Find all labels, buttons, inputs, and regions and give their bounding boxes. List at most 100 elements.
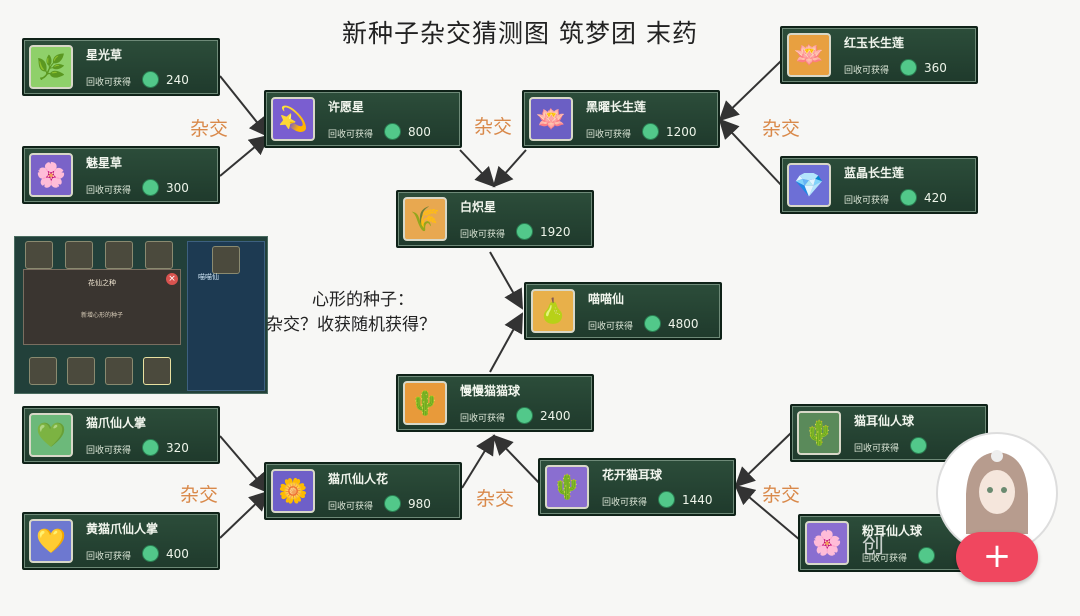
recycle-label: 回收可获得 — [460, 414, 506, 424]
arrow-heiyao-to-baizhi — [492, 149, 527, 188]
seed-name: 蓝晶长生莲 — [844, 166, 905, 180]
arrow-huakai-to-manman — [492, 434, 545, 489]
seed-card-maoer: 🌵 猫耳仙人球 回收可获得 — [790, 404, 988, 462]
seed-card-miaomiaoxian: 🍐 喵喵仙 回收可获得 4800 — [524, 282, 722, 340]
recycle-value: 360 — [924, 61, 947, 75]
plant-icon: 🪷 — [787, 33, 831, 77]
recycle-label: 回收可获得 — [844, 66, 890, 76]
add-button[interactable]: + — [956, 532, 1038, 582]
game-dialog: 花仙之种 × 新增心形的种子 — [23, 269, 181, 345]
inventory-slot — [29, 357, 57, 385]
coin-icon — [644, 315, 661, 332]
seed-name: 红玉长生莲 — [844, 36, 905, 50]
seed-card-hongyu: 🪷 红玉长生莲 回收可获得 360 — [780, 26, 978, 84]
plant-icon: 🌵 — [545, 465, 589, 509]
seed-card-heiyao: 🪷 黑曜长生莲 回收可获得 1200 — [522, 90, 720, 148]
recycle-value: 240 — [166, 73, 189, 87]
plant-icon-glyph: 🌼 — [278, 477, 308, 505]
seed-card-maozhuahua: 🌼 猫爪仙人花 回收可获得 980 — [264, 462, 462, 520]
coin-icon — [918, 547, 935, 564]
seed-name: 黄猫爪仙人掌 — [86, 522, 159, 536]
cross-label: 杂交 — [762, 484, 801, 506]
plant-icon: 🌵 — [797, 411, 841, 455]
seed-name: 白炽星 — [460, 200, 497, 214]
recycle-value: 300 — [166, 181, 189, 195]
plant-icon-glyph: 🌸 — [812, 529, 842, 557]
plant-icon-glyph: 🪷 — [536, 105, 566, 133]
coin-icon — [516, 223, 533, 240]
plant-icon: 💎 — [787, 163, 831, 207]
recycle-value: 1200 — [666, 125, 697, 139]
recycle-label: 回收可获得 — [862, 554, 908, 564]
coin-icon — [142, 545, 159, 562]
question-line-1: 心形的种子： — [312, 290, 414, 310]
plant-icon-glyph: 🪷 — [794, 41, 824, 69]
cross-label: 杂交 — [190, 118, 229, 140]
arrow-maozhua-to-maozhuahua — [219, 435, 270, 494]
side-panel-title: 喵喵仙 — [198, 273, 219, 281]
seed-name: 猫爪仙人掌 — [86, 416, 147, 430]
plant-icon-glyph: 🌵 — [552, 473, 582, 501]
coin-icon — [900, 189, 917, 206]
recycle-value: 320 — [166, 441, 189, 455]
plant-icon-glyph: 💚 — [36, 421, 66, 449]
plant-icon-glyph: 🌵 — [804, 419, 834, 447]
plant-icon-glyph: 💫 — [278, 105, 308, 133]
recycle-label: 回收可获得 — [86, 446, 132, 456]
seed-name: 慢慢猫猫球 — [460, 384, 521, 398]
inventory-slot — [143, 357, 171, 385]
recycle-label: 回收可获得 — [854, 444, 900, 454]
seed-card-huakai: 🌵 花开猫耳球 回收可获得 1440 — [538, 458, 736, 516]
inventory-slot — [65, 241, 93, 269]
recycle-value: 420 — [924, 191, 947, 205]
side-panel-slot — [212, 246, 240, 274]
plant-icon: 🪷 — [529, 97, 573, 141]
question-line-2: 杂交？收获随机获得？ — [266, 315, 436, 335]
inventory-slot — [145, 241, 173, 269]
seed-card-maozhuarz: 💚 猫爪仙人掌 回收可获得 320 — [22, 406, 220, 464]
plant-icon: 🌿 — [29, 45, 73, 89]
seed-card-xingguangcao: 🌿 星光草 回收可获得 240 — [22, 38, 220, 96]
question-note: 心形的种子： 杂交？收获随机获得？ — [266, 288, 436, 338]
arrow-huangmaozhua-to-maozhuahua — [219, 490, 270, 539]
dialog-body: 新增心形的种子 — [80, 312, 123, 319]
coin-icon — [910, 437, 927, 454]
recycle-label: 回收可获得 — [86, 186, 132, 196]
seed-card-xuyuanxing: 💫 许愿星 回收可获得 800 — [264, 90, 462, 148]
coin-icon — [142, 439, 159, 456]
seed-name: 许愿星 — [328, 100, 365, 114]
dialog-title: 花仙之种 — [88, 279, 116, 287]
recycle-value: 4800 — [668, 317, 699, 331]
seed-card-baizhixing: 🌾 白炽星 回收可获得 1920 — [396, 190, 594, 248]
recycle-value: 1920 — [540, 225, 571, 239]
recycle-label: 回收可获得 — [86, 78, 132, 88]
plant-icon-glyph: 🌵 — [410, 389, 440, 417]
plant-icon: 🌼 — [271, 469, 315, 513]
plant-icon: 💫 — [271, 97, 315, 141]
seed-card-manman: 🌵 慢慢猫猫球 回收可获得 2400 — [396, 374, 594, 432]
coin-icon — [384, 123, 401, 140]
recycle-label: 回收可获得 — [844, 196, 890, 206]
recycle-label: 回收可获得 — [328, 130, 374, 140]
seed-card-huangmaozhua: 💛 黄猫爪仙人掌 回收可获得 400 — [22, 512, 220, 570]
plant-icon: 🌸 — [29, 153, 73, 197]
recycle-label: 回收可获得 — [460, 230, 506, 240]
inventory-slot — [105, 241, 133, 269]
recycle-label: 回收可获得 — [602, 498, 648, 508]
diagram-title: 新种子杂交猜测图 筑梦团 末药 — [342, 19, 698, 48]
coin-icon — [516, 407, 533, 424]
plant-icon-glyph: 💎 — [794, 171, 824, 199]
plant-icon-glyph: 🌸 — [36, 161, 66, 189]
arrow-lanjing-to-heiyao — [718, 118, 783, 187]
seed-name: 粉耳仙人球 — [862, 524, 923, 538]
arrow-maoer-to-huakai — [734, 431, 793, 488]
cross-label: 杂交 — [180, 484, 219, 506]
plant-icon: 🌵 — [403, 381, 447, 425]
arrow-fener-to-huakai — [734, 484, 801, 541]
close-icon: × — [166, 273, 178, 285]
arrow-maozhuahua-to-manman — [461, 434, 496, 489]
inventory-slot — [67, 357, 95, 385]
plant-icon: 💛 — [29, 519, 73, 563]
coin-icon — [658, 491, 675, 508]
watermark: 创 — [862, 534, 885, 559]
